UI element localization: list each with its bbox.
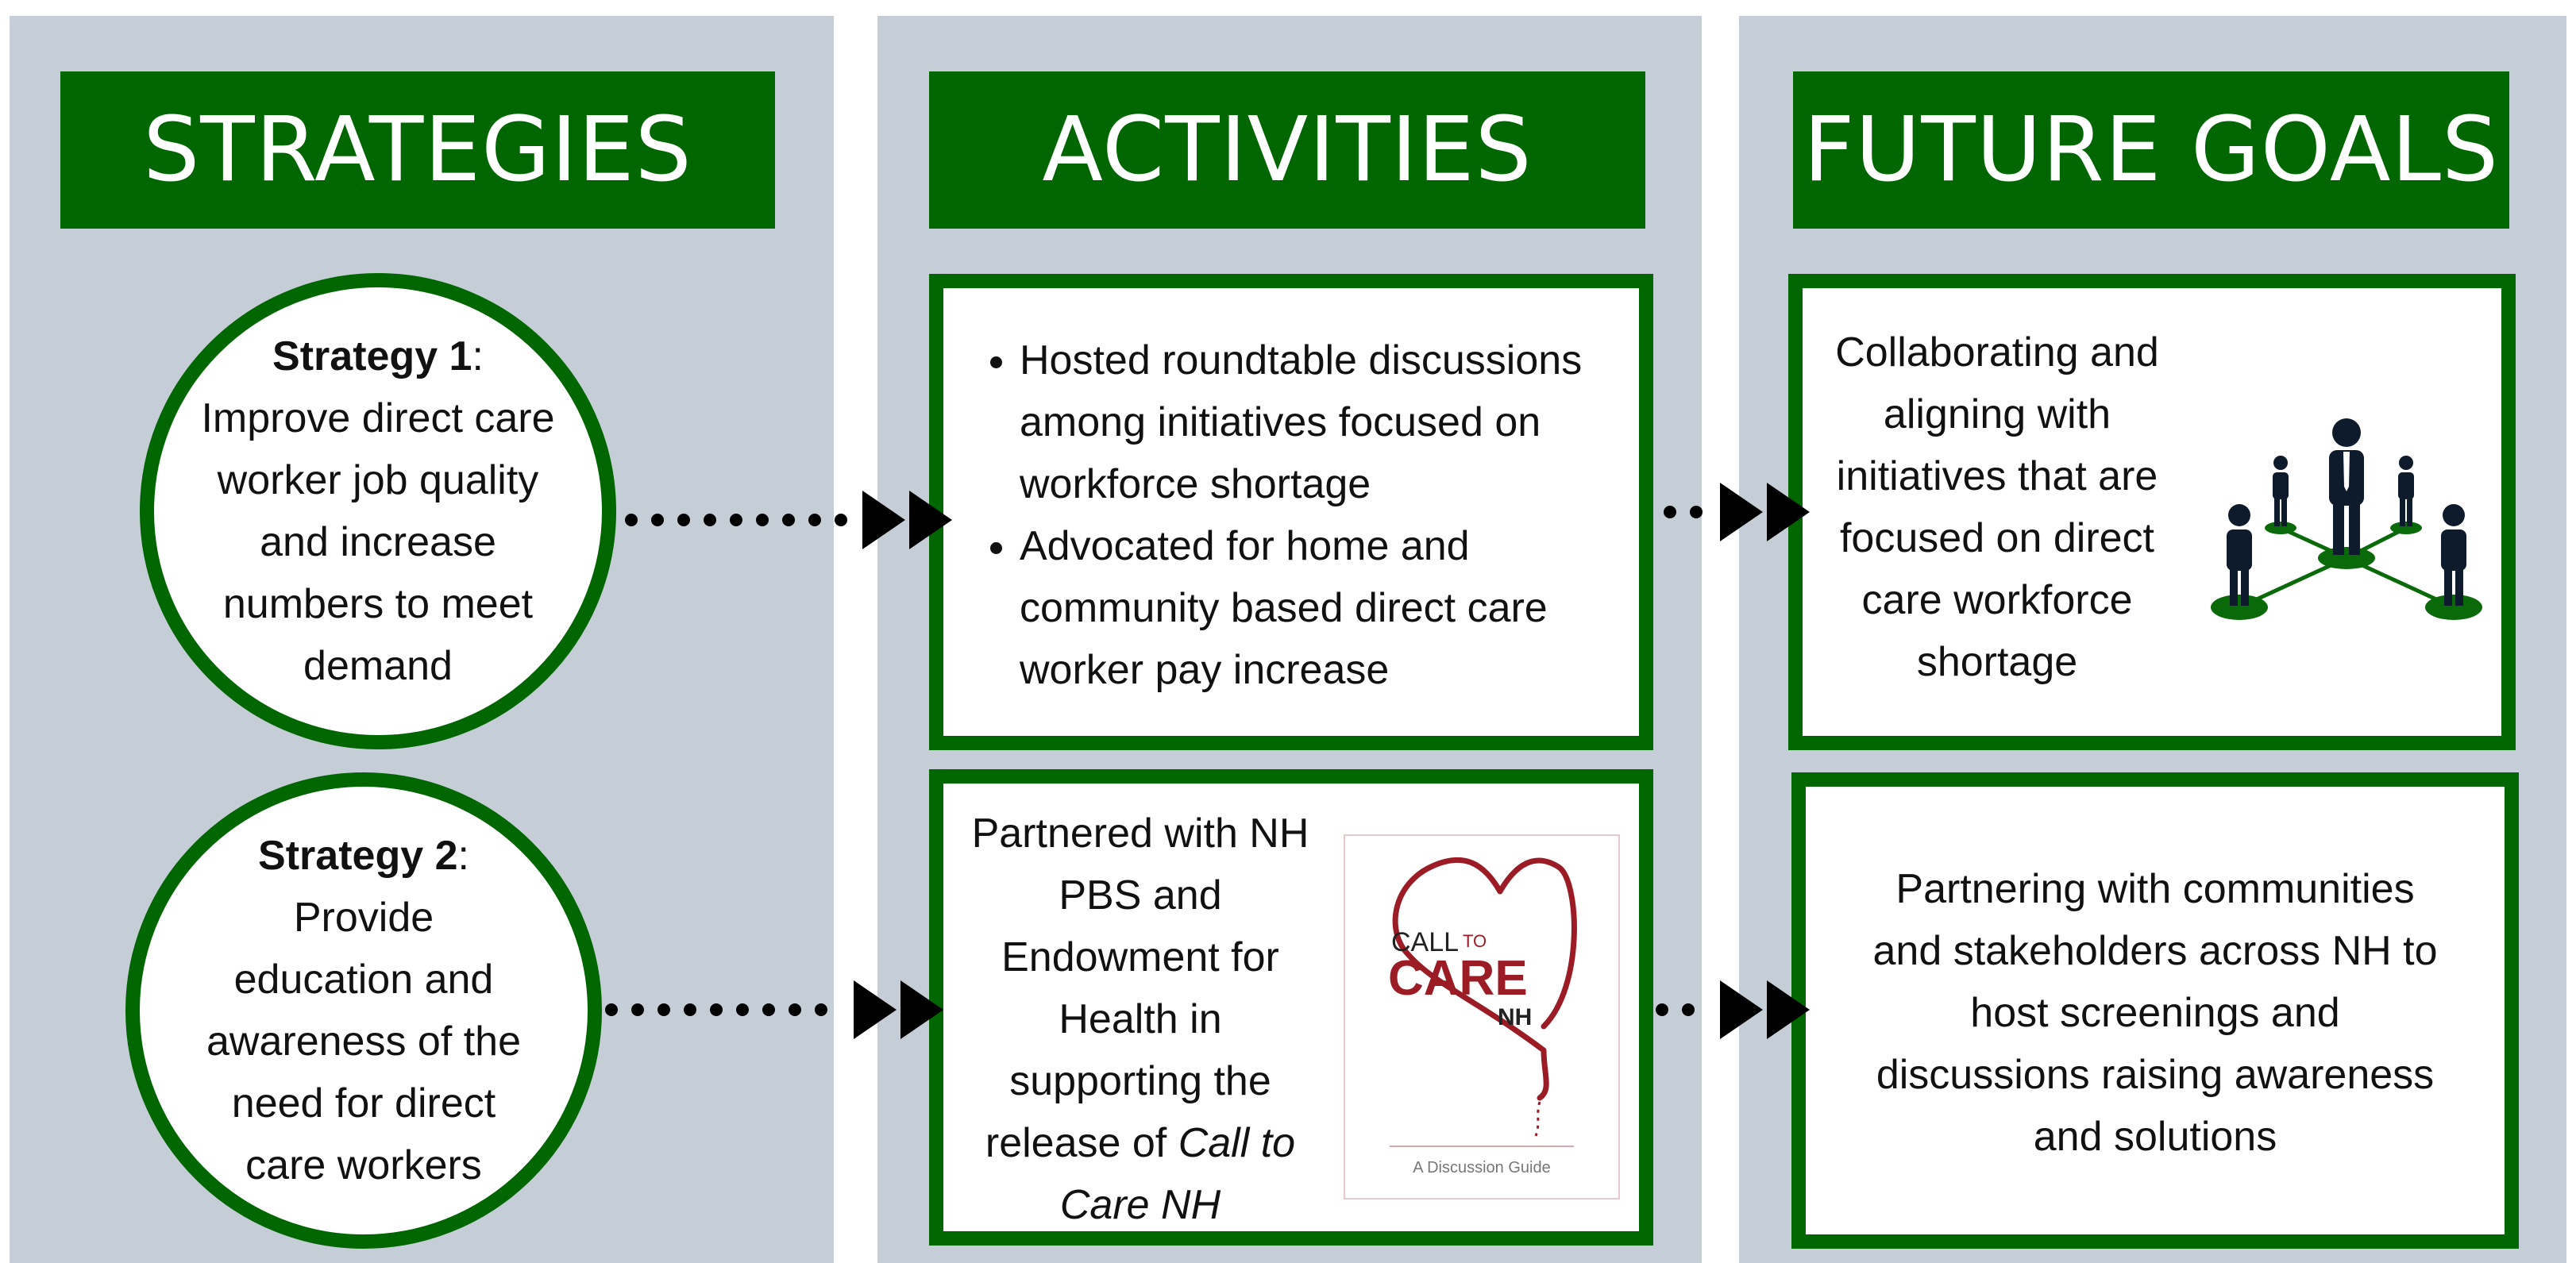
strategies-header: STRATEGIES: [60, 71, 775, 229]
activity-2-line: Care NH: [958, 1174, 1323, 1236]
future-goals-header: FUTURE GOALS: [1793, 71, 2509, 229]
goal-1-line: initiatives that are: [1836, 453, 2158, 499]
strategy-1-line: Improve direct care: [201, 395, 555, 441]
goal-2-line: and stakeholders across NH to: [1872, 928, 2438, 974]
discussion-guide-cover: CALL TO CARE NH A Discussion Guide: [1344, 834, 1620, 1199]
guide-divider: [1390, 1146, 1574, 1147]
call-to-care-title: Call to: [1178, 1120, 1296, 1166]
activity-2-line: PBS and: [1059, 872, 1222, 918]
strategy-2-line: need for direct: [231, 1080, 496, 1126]
strategy-1-circle: Strategy 1: Improve direct care worker j…: [140, 273, 616, 749]
strategy-2-circle: Strategy 2: Provide education and awaren…: [125, 772, 602, 1249]
goal-1-line: aligning with: [1883, 391, 2111, 437]
activity-2-line: supporting the: [1009, 1058, 1271, 1104]
goal-2-line: and solutions: [2033, 1114, 2277, 1160]
goal-1-line: care workforce: [1861, 577, 2133, 623]
activity-2-line: Health in: [1059, 996, 1222, 1042]
goal-2-line: discussions raising awareness: [1876, 1052, 2435, 1098]
logo-to: TO: [1463, 931, 1487, 951]
activity-1-list: Hosted roundtable discussions among init…: [951, 329, 1631, 701]
strategy-2-text: Strategy 2: Provide education and awaren…: [206, 825, 521, 1196]
goal-1-text: Collaborating and aligning with initiati…: [1811, 322, 2184, 693]
activity-2-line: release of Call to: [985, 1120, 1296, 1166]
strategy-2-title: Strategy 2:: [258, 833, 469, 879]
logo-nh: NH: [1498, 1004, 1532, 1030]
strategy-2-line: awareness of the: [206, 1018, 522, 1065]
list-item: Hosted roundtable discussions among init…: [1020, 329, 1631, 515]
activity-2-box: Partnered with NH PBS and Endowment for …: [929, 769, 1653, 1246]
activities-header: ACTIVITIES: [929, 71, 1645, 229]
logo-care: CARE: [1388, 951, 1528, 1006]
strategy-1-line: numbers to meet: [222, 581, 534, 627]
goal-2-line: Partnering with communities: [1895, 866, 2415, 912]
goal-1-box: Collaborating and aligning with initiati…: [1788, 274, 2516, 750]
strategy-1-line: demand: [303, 643, 453, 689]
strategy-2-line: education and: [233, 957, 494, 1003]
activity-2-line: Endowment for: [1001, 934, 1279, 980]
strategy-2-line: care workers: [245, 1142, 482, 1188]
call-to-care-title: Care NH: [1059, 1182, 1221, 1228]
goal-1-line: shortage: [1916, 639, 2078, 685]
goal-2-box: Partnering with communities and stakehol…: [1791, 772, 2519, 1249]
goal-2-text: Partnering with communities and stakehol…: [1838, 858, 2473, 1168]
network-people-icon: [2211, 418, 2482, 620]
heart-logo-icon: CALL TO CARE NH: [1388, 857, 1577, 1137]
goal-1-line: Collaborating and: [1835, 329, 2159, 375]
strategy-1-text: Strategy 1: Improve direct care worker j…: [201, 325, 554, 697]
strategy-1-line: and increase: [260, 519, 496, 565]
strategy-1-title: Strategy 1:: [272, 333, 484, 379]
logo-call: CALL: [1391, 927, 1459, 957]
goal-1-line: focused on direct: [1839, 515, 2155, 561]
activity-2-line: Partnered with NH: [971, 811, 1309, 857]
guide-subtitle: A Discussion Guide: [1413, 1159, 1551, 1176]
activity-1-box: Hosted roundtable discussions among init…: [929, 274, 1653, 750]
strategy-1-line: worker job quality: [217, 457, 539, 503]
strategy-2-line: Provide: [293, 895, 434, 941]
goal-2-line: host screenings and: [1970, 990, 2340, 1036]
activity-2-text: Partnered with NH PBS and Endowment for …: [958, 803, 1323, 1236]
list-item: Advocated for home and community based d…: [1020, 515, 1631, 701]
